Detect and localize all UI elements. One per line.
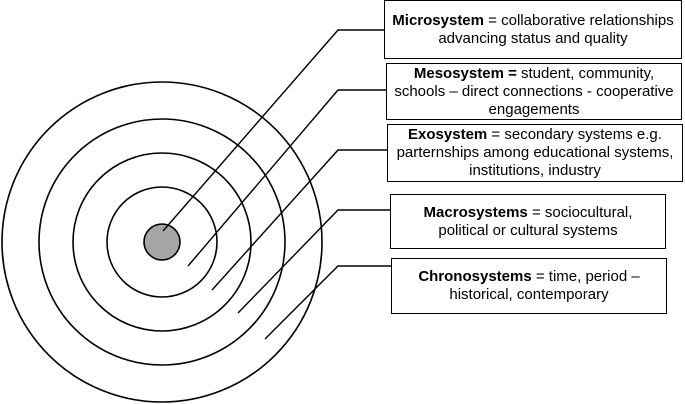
layer-separator: = <box>487 126 505 143</box>
ring-chronosystem <box>1 81 323 403</box>
leader-line-microsystem <box>162 29 384 232</box>
leader-line-chronosystem <box>264 265 391 340</box>
layer-separator: = <box>531 268 549 285</box>
layer-separator: = <box>484 11 502 29</box>
ring-exosystem <box>72 152 252 332</box>
leader-line-exosystem <box>211 149 387 291</box>
layer-description: collaborative relationships advancing st… <box>438 11 674 47</box>
layer-description: time, period – historical, contemporary <box>449 268 640 303</box>
layer-term: Exosystem <box>408 126 488 143</box>
label-box-microsystem: Microsystem = collaborative relationship… <box>384 0 682 59</box>
leader-line-mesosystem <box>187 89 386 267</box>
layer-separator: = <box>527 203 545 221</box>
layer-term: Chronosystems <box>418 268 532 285</box>
label-box-mesosystem: Mesosystem = student, community, schools… <box>386 63 682 120</box>
layer-term: Mesosystem = <box>413 64 517 82</box>
leader-line-macrosystem <box>237 209 390 314</box>
layer-description: sociocultural, political or cultural sys… <box>438 203 633 239</box>
label-box-macrosystem: Macrosystems = sociocultural, political … <box>390 194 666 249</box>
label-box-exosystem: Exosystem = secondary systems e.g. parte… <box>387 124 683 182</box>
ring-macrosystem <box>38 118 286 366</box>
layer-term: Microsystem <box>392 11 484 29</box>
ring-mesosystem <box>106 186 218 298</box>
layer-term: Macrosystems <box>423 203 528 221</box>
core-microsystem <box>143 223 181 261</box>
layer-description: student, community, schools – direct con… <box>394 64 674 118</box>
label-box-chronosystem: Chronosystems = time, period – historica… <box>391 258 667 314</box>
layer-description: secondary systems e.g. parternships amon… <box>396 126 674 179</box>
